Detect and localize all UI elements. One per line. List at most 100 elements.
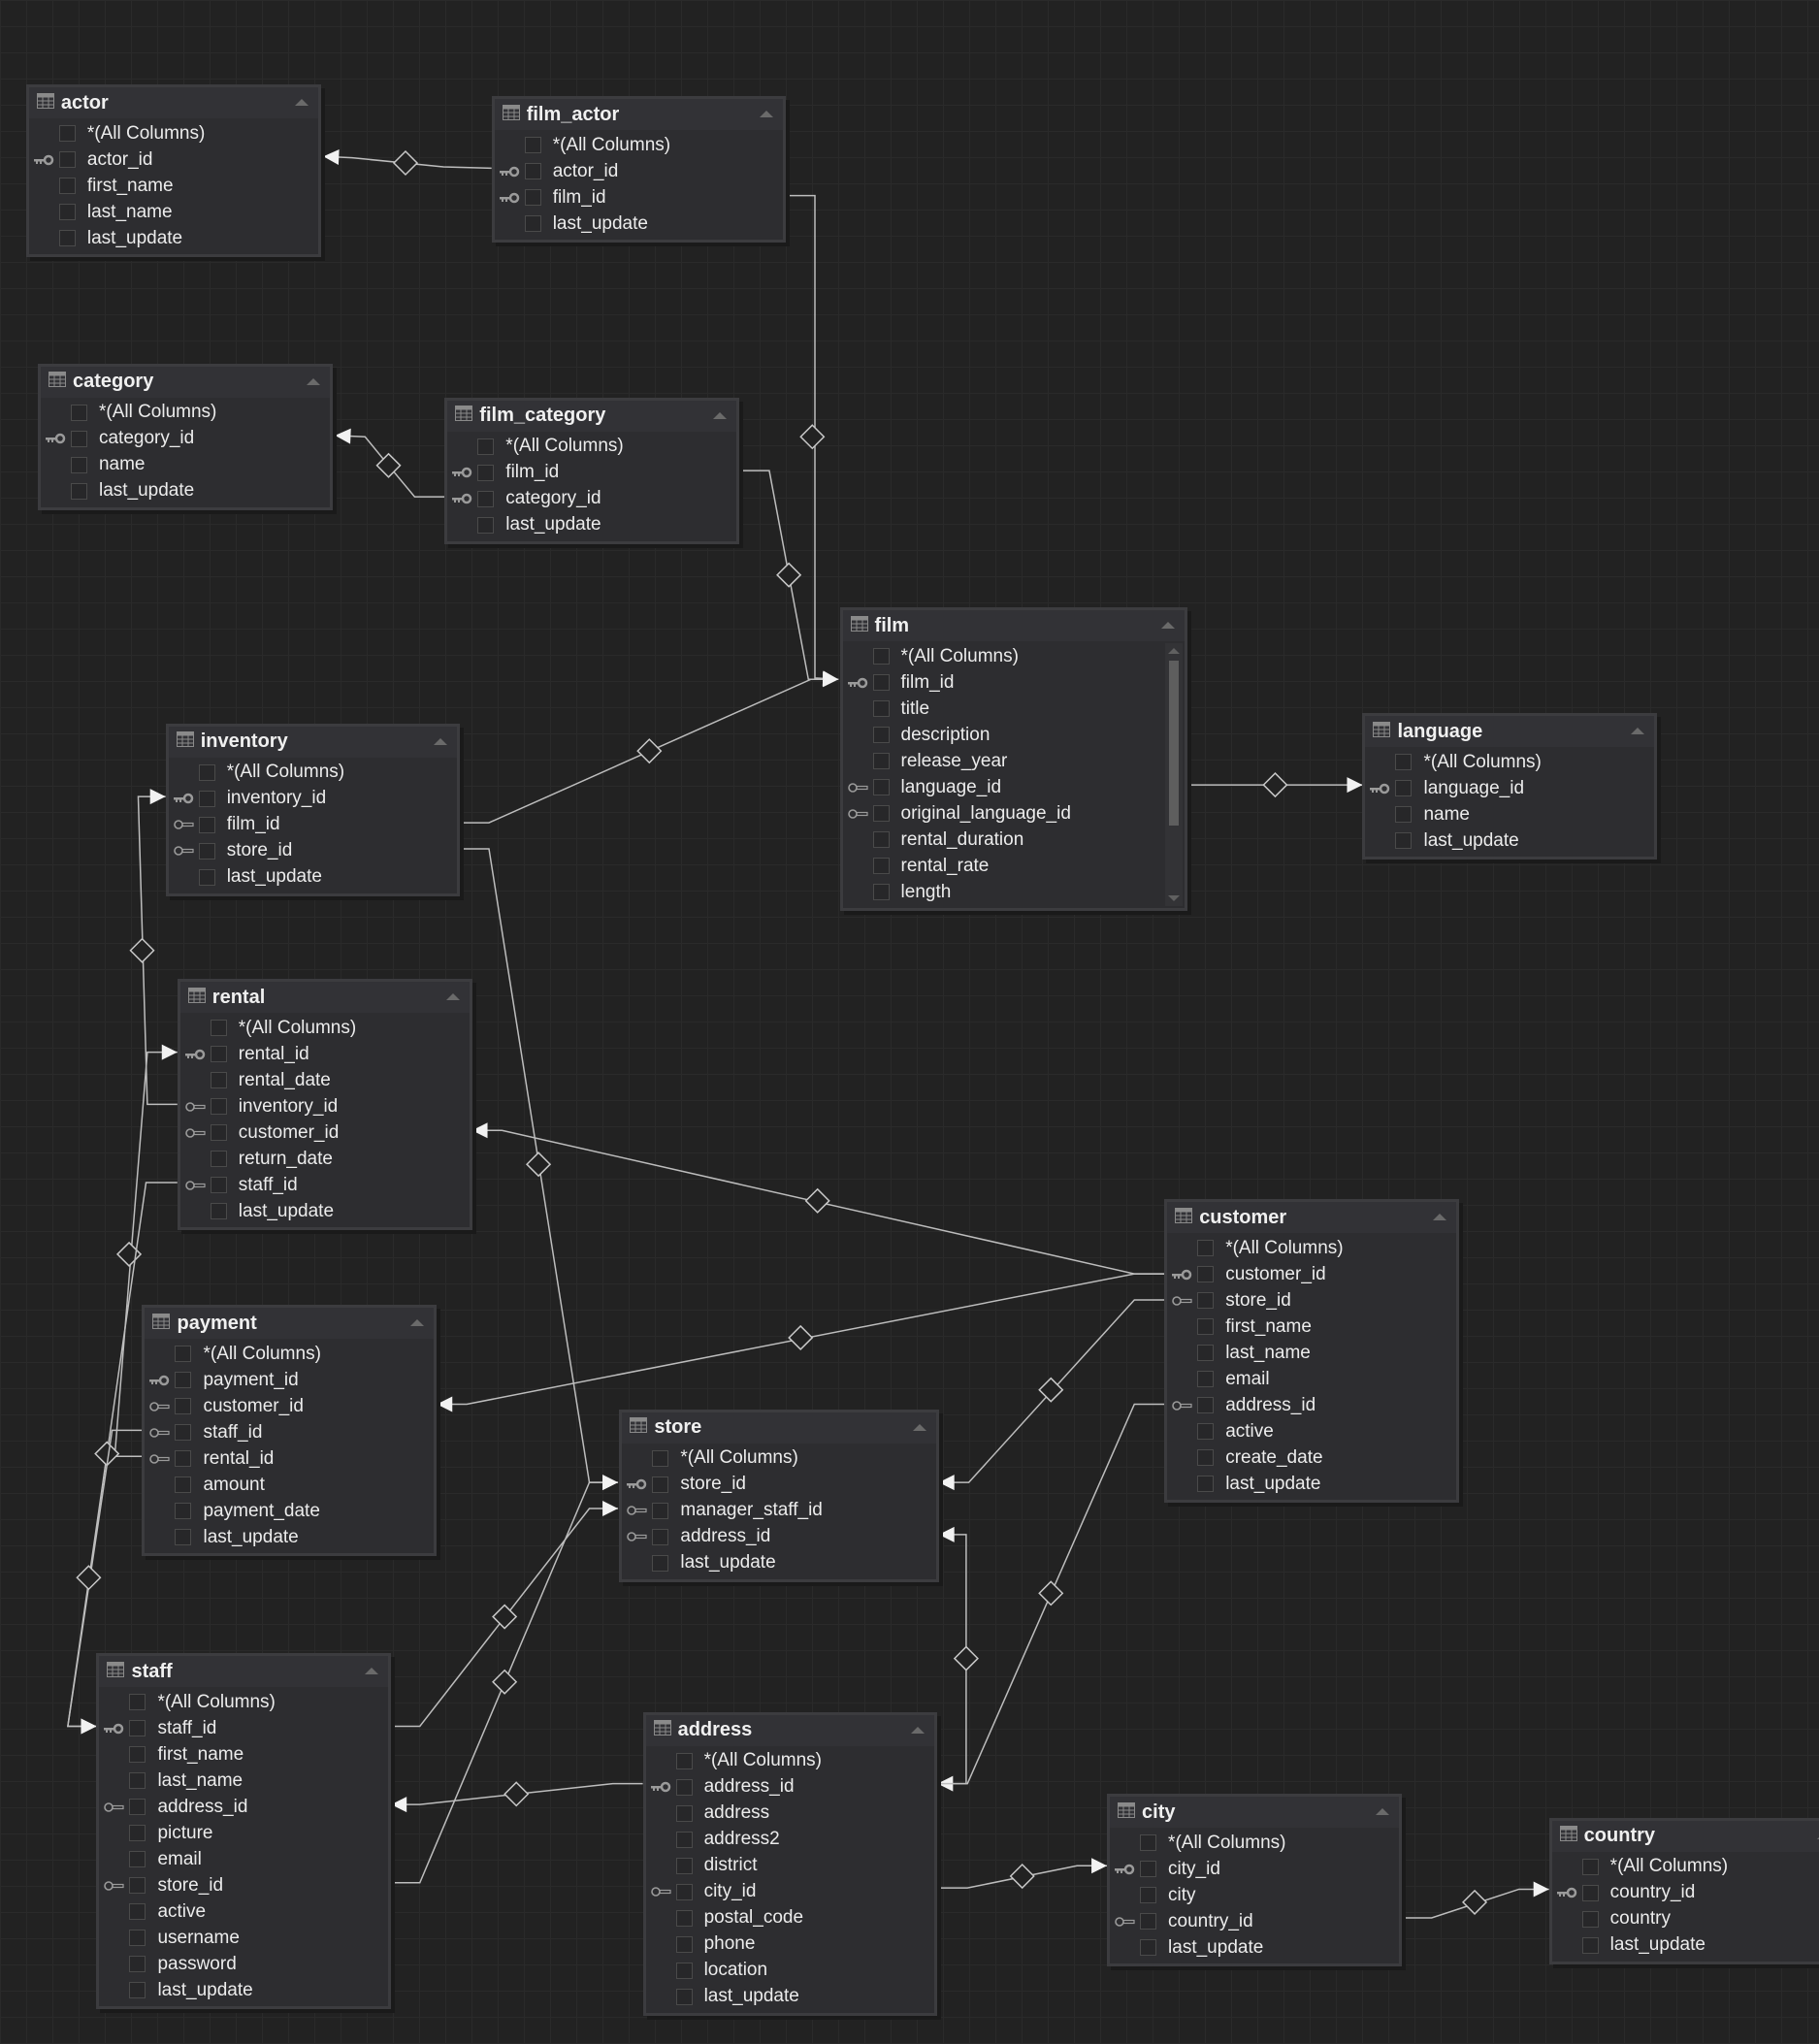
column-row[interactable]: last_update — [495, 211, 784, 237]
column-row[interactable]: last_update — [1110, 1934, 1399, 1961]
table-header[interactable]: actor — [28, 87, 318, 119]
column-checkbox[interactable] — [872, 674, 890, 692]
relationship-rental-inventory_id-to-inventory-inventory_id[interactable] — [129, 789, 178, 1106]
column-checkbox[interactable] — [129, 1694, 146, 1711]
column-checkbox[interactable] — [675, 1962, 693, 1979]
column-row[interactable]: password — [99, 1951, 388, 1977]
column-row[interactable]: payment_id — [145, 1367, 434, 1393]
relationship-staff-store_id-to-store-store_id[interactable] — [391, 1475, 619, 1884]
column-checkbox[interactable] — [1197, 1345, 1215, 1362]
relationship-address-city_id-to-city-city_id[interactable] — [937, 1858, 1108, 1890]
column-checkbox[interactable] — [1140, 1861, 1157, 1878]
collapse-icon[interactable] — [365, 1668, 379, 1675]
column-row[interactable]: customer_id — [1167, 1261, 1456, 1287]
relationship-film_category-film_id-to-film-film_id[interactable] — [739, 470, 839, 688]
column-row[interactable]: active — [99, 1898, 388, 1925]
column-checkbox[interactable] — [1581, 1884, 1599, 1901]
column-checkbox[interactable] — [129, 1982, 146, 1999]
column-row[interactable]: last_update — [169, 864, 458, 891]
column-checkbox[interactable] — [872, 805, 890, 823]
column-checkbox[interactable] — [175, 1372, 192, 1389]
collapse-icon[interactable] — [294, 99, 309, 107]
collapse-icon[interactable] — [912, 1423, 926, 1431]
column-checkbox[interactable] — [198, 842, 215, 860]
column-checkbox[interactable] — [524, 189, 541, 207]
column-row[interactable]: *(All Columns) — [843, 643, 1186, 669]
table-header[interactable]: city — [1110, 1797, 1399, 1829]
column-checkbox[interactable] — [198, 790, 215, 807]
collapse-icon[interactable] — [911, 1726, 926, 1734]
relationship-film_category-category_id-to-category-category_id[interactable] — [335, 428, 445, 498]
column-checkbox[interactable] — [175, 1529, 192, 1546]
relationship-film_actor-actor_id-to-actor-actor_id[interactable] — [323, 149, 492, 177]
column-checkbox[interactable] — [198, 868, 215, 886]
column-row[interactable]: postal_code — [646, 1905, 935, 1931]
column-checkbox[interactable] — [129, 1930, 146, 1947]
collapse-icon[interactable] — [434, 737, 448, 745]
relationship-inventory-film_id-to-film-film_id[interactable] — [460, 671, 839, 824]
column-checkbox[interactable] — [524, 163, 541, 180]
column-row[interactable]: staff_id — [180, 1172, 470, 1198]
column-checkbox[interactable] — [70, 482, 87, 500]
column-checkbox[interactable] — [1581, 1910, 1599, 1928]
relationship-customer-store_id-to-store-store_id[interactable] — [938, 1299, 1165, 1491]
collapse-icon[interactable] — [1432, 1214, 1446, 1221]
column-checkbox[interactable] — [652, 1528, 669, 1545]
column-checkbox[interactable] — [210, 1072, 227, 1089]
column-checkbox[interactable] — [1197, 1476, 1215, 1493]
column-row[interactable]: length — [843, 879, 1186, 905]
column-row[interactable]: rental_id — [180, 1041, 470, 1067]
column-checkbox[interactable] — [1395, 780, 1413, 797]
column-checkbox[interactable] — [1140, 1913, 1157, 1930]
column-checkbox[interactable] — [58, 125, 76, 143]
column-row[interactable]: return_date — [180, 1146, 470, 1172]
column-checkbox[interactable] — [58, 204, 76, 221]
column-checkbox[interactable] — [129, 1720, 146, 1737]
column-checkbox[interactable] — [872, 831, 890, 849]
relationship-diamond-icon[interactable] — [804, 1187, 830, 1214]
column-checkbox[interactable] — [1395, 806, 1413, 824]
column-checkbox[interactable] — [210, 1203, 227, 1220]
table-header[interactable]: store — [622, 1411, 936, 1444]
collapse-icon[interactable] — [713, 411, 728, 419]
scroll-up-icon[interactable] — [1168, 648, 1181, 655]
collapse-icon[interactable] — [1631, 728, 1645, 735]
column-row[interactable]: last_update — [447, 512, 736, 538]
column-row[interactable]: rental_rate — [843, 853, 1186, 879]
relationship-diamond-icon[interactable] — [1262, 772, 1288, 798]
column-checkbox[interactable] — [210, 1124, 227, 1142]
column-row[interactable]: inventory_id — [180, 1093, 470, 1119]
column-checkbox[interactable] — [210, 1046, 227, 1063]
column-checkbox[interactable] — [1140, 1939, 1157, 1957]
column-checkbox[interactable] — [70, 456, 87, 473]
column-checkbox[interactable] — [675, 1831, 693, 1848]
relationship-diamond-icon[interactable] — [636, 738, 663, 764]
collapse-icon[interactable] — [306, 377, 320, 385]
column-checkbox[interactable] — [675, 1804, 693, 1822]
column-row[interactable]: name — [1365, 801, 1654, 827]
column-row[interactable]: *(All Columns) — [99, 1689, 388, 1715]
relationship-diamond-icon[interactable] — [129, 937, 155, 963]
column-checkbox[interactable] — [129, 1877, 146, 1895]
column-row[interactable]: staff_id — [99, 1715, 388, 1741]
table-header[interactable]: inventory — [168, 726, 458, 758]
column-row[interactable]: amount — [145, 1472, 434, 1498]
column-row[interactable]: email — [1167, 1366, 1456, 1392]
column-row[interactable]: film_id — [169, 812, 458, 838]
column-row[interactable]: rental_id — [145, 1445, 434, 1472]
column-checkbox[interactable] — [1197, 1292, 1215, 1310]
column-row[interactable]: address_id — [622, 1524, 935, 1550]
column-row[interactable]: *(All Columns) — [1167, 1235, 1456, 1261]
column-checkbox[interactable] — [477, 438, 495, 455]
column-row[interactable]: district — [646, 1853, 935, 1879]
column-checkbox[interactable] — [675, 1778, 693, 1796]
column-row[interactable]: country_id — [1552, 1880, 1819, 1906]
column-row[interactable]: *(All Columns) — [646, 1748, 935, 1774]
relationship-diamond-icon[interactable] — [776, 562, 802, 588]
